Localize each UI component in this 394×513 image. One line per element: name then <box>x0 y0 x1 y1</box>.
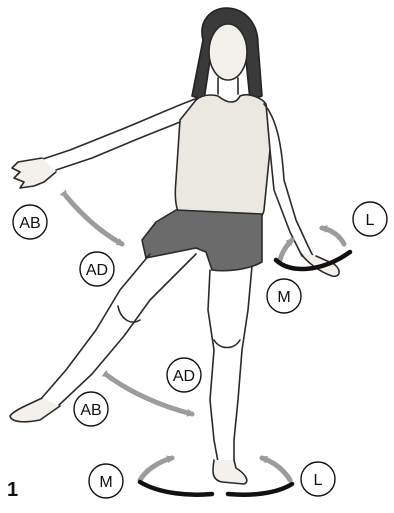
figure-number: 1 <box>7 479 18 502</box>
label-ad-arm-text: AD <box>86 262 108 279</box>
label-l-foot: L <box>301 462 335 496</box>
label-m-foot: M <box>89 464 123 498</box>
label-ab-leg-text: AB <box>80 402 101 419</box>
label-ad-leg-text: AD <box>173 368 195 385</box>
label-l-wrist: L <box>353 202 387 236</box>
arm-abduction-adduction-arrow <box>66 196 122 244</box>
standing-leg <box>208 266 252 462</box>
foot-lateral-rotation-arrow <box>262 458 290 480</box>
label-m-wrist: M <box>267 279 301 313</box>
head <box>209 24 247 80</box>
label-ab-arm-text: AB <box>19 215 40 232</box>
label-ab-leg: AB <box>74 392 108 426</box>
extended-hand <box>12 158 56 188</box>
raised-foot <box>10 398 60 422</box>
wrist-lateral-rotation-arrow <box>322 228 344 244</box>
right-side-arm <box>264 104 316 262</box>
knee <box>214 340 240 348</box>
foot-rotation-band-left <box>140 482 212 495</box>
label-ad-arm: AD <box>80 252 114 286</box>
label-m-wrist-text: M <box>277 289 290 306</box>
foot-medial-rotation-arrow <box>140 458 172 480</box>
standing-foot <box>213 460 247 484</box>
label-l-foot-text: L <box>314 472 323 489</box>
torso <box>175 95 270 223</box>
label-m-foot-text: M <box>99 474 112 491</box>
shorts <box>142 210 262 271</box>
foot-rotation-band-right <box>228 484 292 495</box>
label-ad-leg: AD <box>167 358 201 392</box>
extended-arm <box>40 98 198 170</box>
wrist-medial-rotation-arrow <box>280 240 292 260</box>
label-ab-arm: AB <box>13 205 47 239</box>
label-l-wrist-text: L <box>366 212 375 229</box>
